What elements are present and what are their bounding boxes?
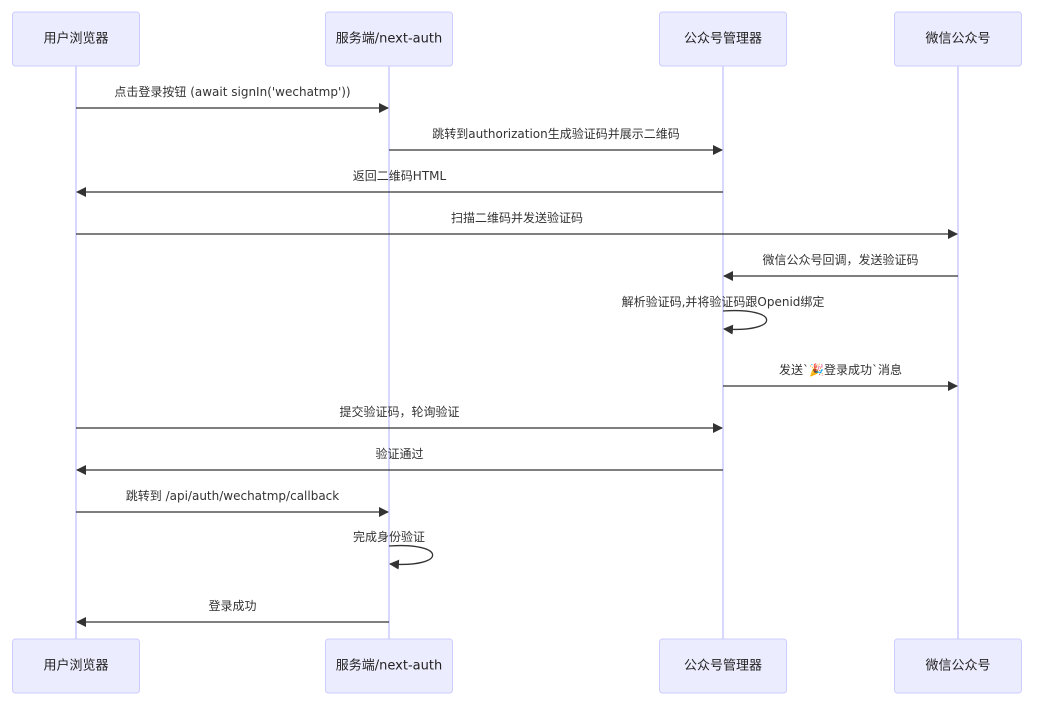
actor-server-bottom: 服务端/next-auth bbox=[325, 638, 453, 694]
message-9: 验证通过 bbox=[76, 446, 723, 475]
self-message-arrow bbox=[388, 544, 434, 570]
actor-wechat-bottom: 微信公众号 bbox=[894, 638, 1022, 694]
message-label: 验证通过 bbox=[375, 446, 423, 461]
actor-browser-bottom: 用户浏览器 bbox=[12, 638, 140, 694]
message-3: 返回二维码HTML bbox=[76, 169, 723, 197]
actor-box bbox=[12, 11, 140, 67]
message-label: 跳转到authorization生成验证码并展示二维码 bbox=[432, 126, 680, 141]
message-8: 提交验证码，轮询验证 bbox=[76, 404, 723, 433]
message-label: 完成身份验证 bbox=[353, 529, 425, 544]
message-label: 登录成功 bbox=[208, 598, 256, 613]
actor-label: 用户浏览器 bbox=[43, 658, 108, 674]
message-10: 跳转到 /api/auth/wechatmp/callback bbox=[76, 488, 389, 517]
message-11: 完成身份验证 bbox=[353, 529, 434, 570]
actor-label: 微信公众号 bbox=[925, 659, 990, 674]
message-12: 登录成功 bbox=[76, 598, 389, 627]
actor-manager-top: 公众号管理器 bbox=[659, 11, 787, 67]
actor-label: 公众号管理器 bbox=[684, 32, 762, 47]
actor-box bbox=[325, 638, 453, 694]
message-2: 跳转到authorization生成验证码并展示二维码 bbox=[389, 126, 723, 155]
actor-box bbox=[12, 638, 140, 694]
actor-box bbox=[659, 638, 787, 694]
message-label: 跳转到 /api/auth/wechatmp/callback bbox=[126, 488, 340, 503]
message-5: 微信公众号回调，发送验证码 bbox=[723, 252, 958, 281]
actor-manager-bottom: 公众号管理器 bbox=[659, 638, 787, 694]
actor-label: 公众号管理器 bbox=[684, 659, 762, 674]
message-label: 提交验证码，轮询验证 bbox=[339, 404, 459, 419]
actor-box bbox=[325, 11, 453, 67]
actor-box bbox=[894, 11, 1022, 67]
message-label: 微信公众号回调，发送验证码 bbox=[762, 252, 918, 267]
message-1: 点击登录按钮 (await signIn('wechatmp')) bbox=[76, 84, 389, 113]
actor-label: 用户浏览器 bbox=[43, 31, 108, 47]
message-label: 解析验证码,并将验证码跟Openid绑定 bbox=[622, 294, 825, 309]
message-6: 解析验证码,并将验证码跟Openid绑定 bbox=[622, 294, 825, 335]
message-label: 点击登录按钮 (await signIn('wechatmp')) bbox=[114, 84, 350, 99]
actor-label: 微信公众号 bbox=[925, 32, 990, 47]
self-message-arrow bbox=[722, 309, 768, 335]
actor-label: 服务端/next-auth bbox=[336, 658, 442, 674]
actor-box bbox=[659, 11, 787, 67]
actor-wechat-top: 微信公众号 bbox=[894, 11, 1022, 67]
actor-browser-top: 用户浏览器 bbox=[12, 11, 140, 67]
message-label: 返回二维码HTML bbox=[353, 169, 447, 183]
actor-server-top: 服务端/next-auth bbox=[325, 11, 453, 67]
message-label: 扫描二维码并发送验证码 bbox=[451, 210, 583, 225]
message-4: 扫描二维码并发送验证码 bbox=[76, 210, 958, 239]
actor-box bbox=[894, 638, 1022, 694]
message-7: 发送`🎉登录成功`消息 bbox=[723, 362, 958, 391]
actor-label: 服务端/next-auth bbox=[336, 31, 442, 47]
message-label: 发送`🎉登录成功`消息 bbox=[779, 362, 902, 377]
